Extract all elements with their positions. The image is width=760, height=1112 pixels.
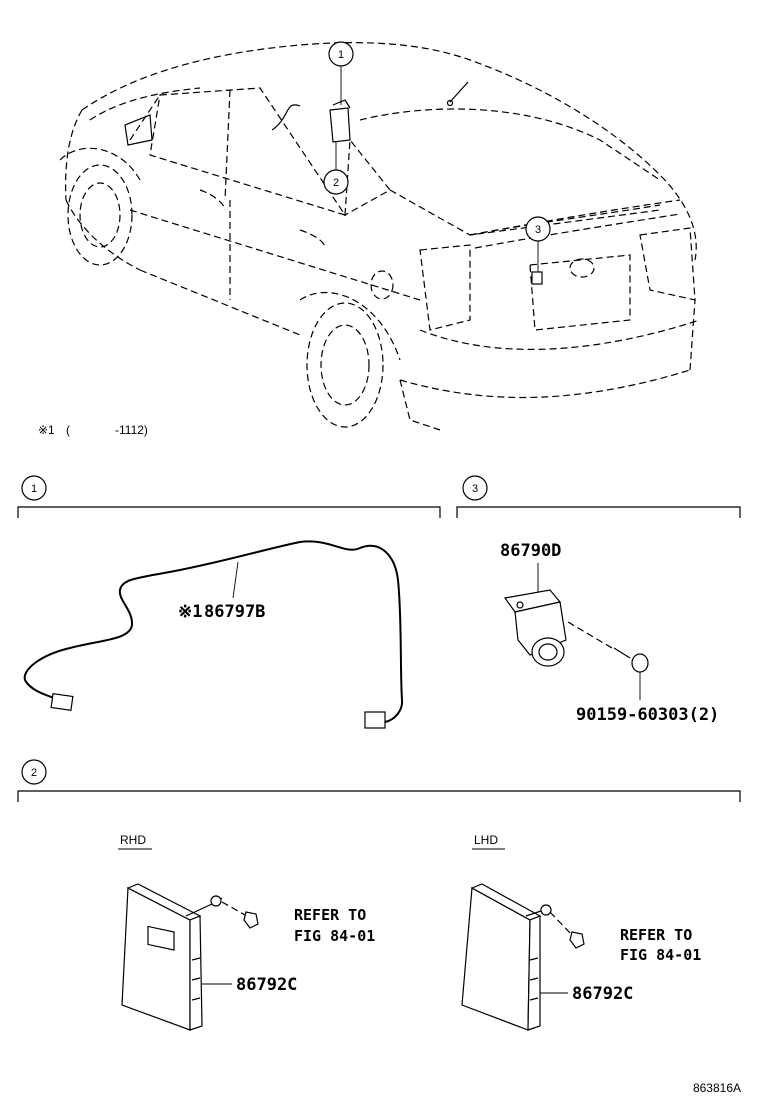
rhd-group: RHD REFER TO FIG 84-01 86792C [118,833,375,1031]
section-1-number: 1 [31,483,37,495]
section-2: 2 RHD REFER TO FIG 84-01 86792C L [17,759,741,1031]
section-2-number: 2 [31,767,37,779]
section-3-number: 3 [472,483,478,495]
rear-camera-86790D [503,589,567,667]
section-3: 3 86790D 90159-60303(2) [456,475,741,725]
module-86792C-lhd [461,883,552,1031]
wire-harness-86797B [23,540,404,729]
part-number-90159-60303: 90159-60303(2) [576,705,719,725]
module-86792C-rhd [121,883,223,1031]
lhd-part-number: 86792C [572,984,633,1004]
car-overview-illustration [59,42,701,431]
callout-2: 2 [323,142,349,195]
lhd-ref-line2: FIG 84-01 [620,946,701,964]
svg-text:1: 1 [338,49,344,61]
part-prefix-86797B: ※1 [178,602,202,622]
lhd-label: LHD [474,833,498,847]
lhd-group: LHD REFER TO FIG 84-01 86792C [461,833,701,1031]
rhd-ref-line1: REFER TO [294,906,366,924]
lhd-ref-line1: REFER TO [620,926,692,944]
callout-3: 3 [525,216,551,272]
svg-text:3: 3 [535,224,541,236]
section-1: 1 ※1 86797B [17,475,441,729]
callout-1: 1 [328,41,354,105]
part-number-86790D: 86790D [500,541,561,561]
rhd-label: RHD [120,833,146,847]
applicability-note-mark: ※1 [38,423,55,437]
rhd-part-number: 86792C [236,975,297,995]
bolt-90159-60303 [567,621,649,700]
rhd-ref-line2: FIG 84-01 [294,927,375,945]
applicability-note-open: ( [66,423,70,437]
part-number-86797B: 86797B [204,602,265,622]
applicability-note-range: -1112) [115,423,148,437]
svg-text:2: 2 [333,177,339,189]
figure-code: 863816A [693,1081,741,1095]
